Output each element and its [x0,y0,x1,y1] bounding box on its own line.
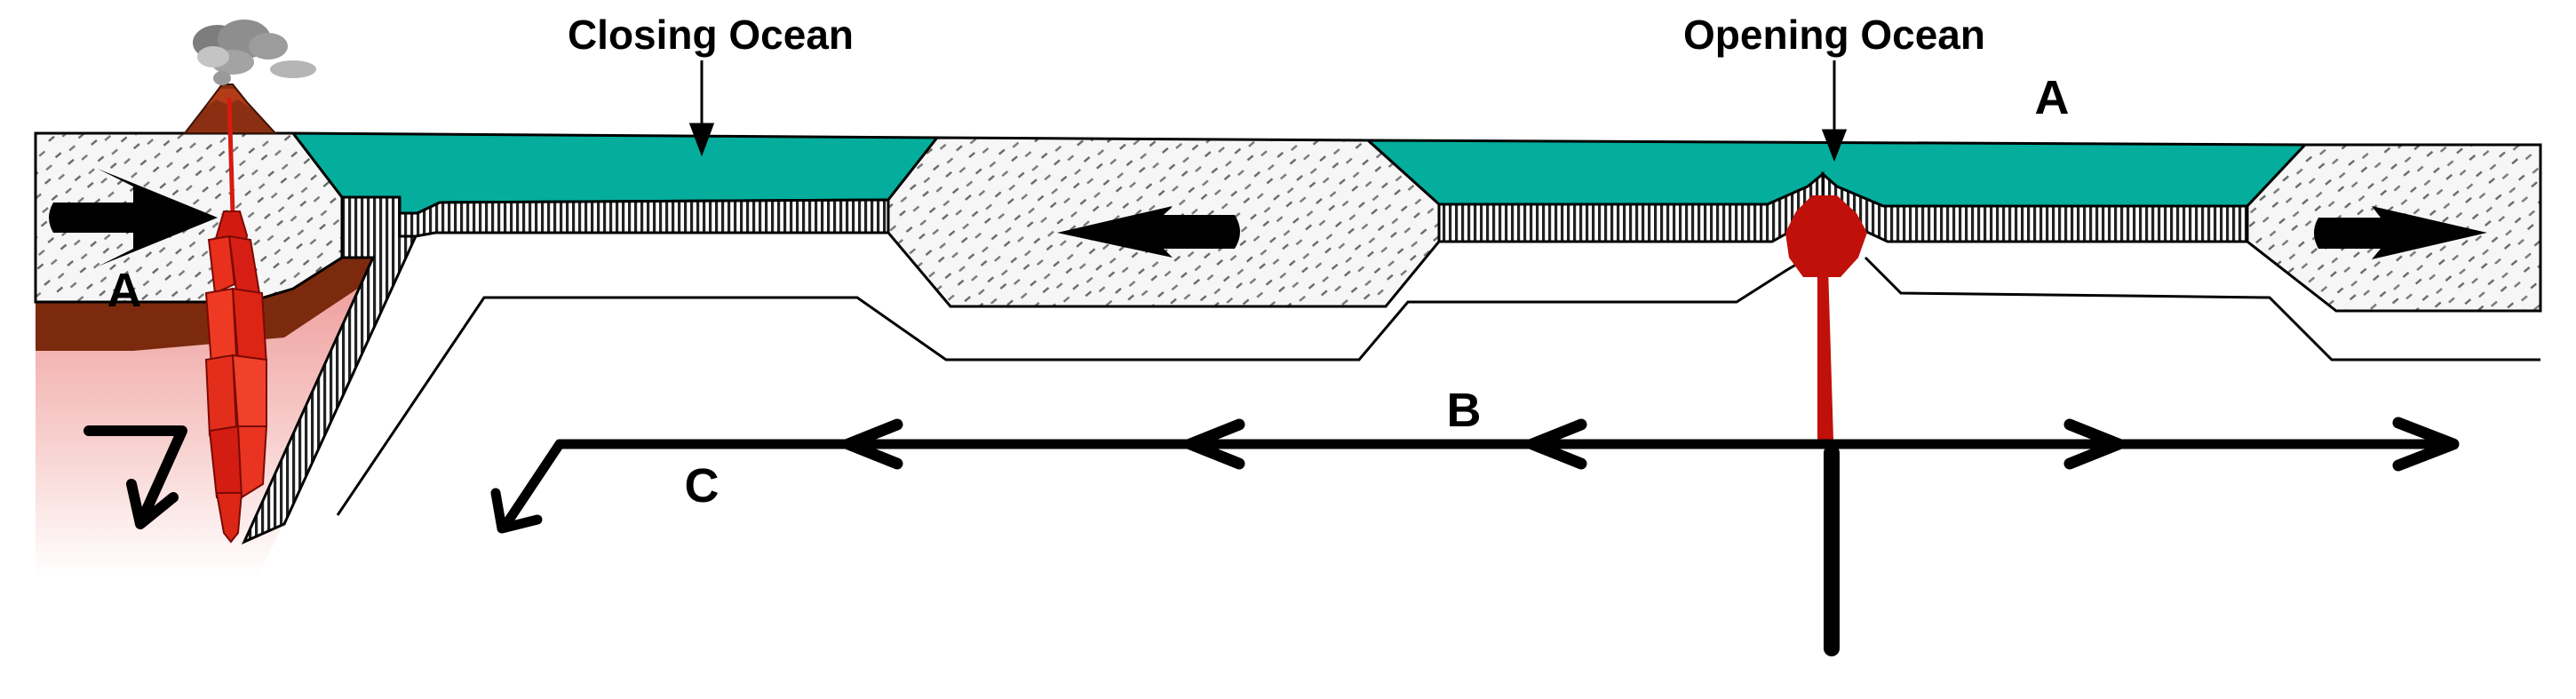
plate-motion-arrow-icon [49,169,218,266]
plate-motion-arrow-icon [1057,206,1240,258]
opening-ocean-label: Opening Ocean [1683,12,1985,58]
volcano-conduit [227,97,235,214]
oceanic-crust-closing [398,198,890,238]
label-c: C [685,459,720,512]
label-pointer [688,60,1848,163]
subduction-arrow-icon [83,425,187,529]
plate-motion-arrow-icon [2314,206,2487,259]
label-b: B [1447,384,1482,437]
label-a-left: A [107,264,142,317]
ash-cloud-icon [193,20,316,85]
closing-ocean-label: Closing Ocean [568,12,854,58]
subduction-magma [204,210,268,544]
mantle-flow-arrow-icon [490,417,2460,656]
lithosphere-base-line [336,256,2540,516]
ridge-magma [1785,195,1867,444]
label-a-top: A [2035,71,2070,124]
